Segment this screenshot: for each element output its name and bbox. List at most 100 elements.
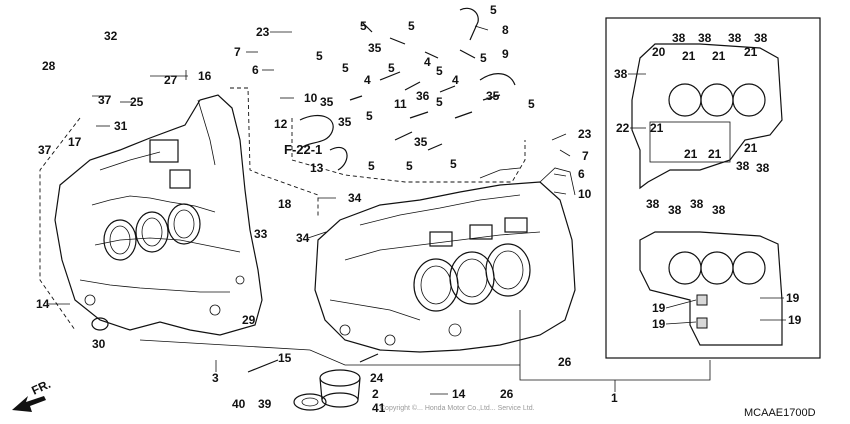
callout-23[interactable]: 23 bbox=[256, 25, 270, 39]
callout-7[interactable]: 7 bbox=[582, 149, 589, 163]
callout-34[interactable]: 34 bbox=[348, 191, 362, 205]
callout-5[interactable]: 5 bbox=[368, 159, 375, 173]
callout-21[interactable]: 21 bbox=[682, 49, 696, 63]
callout-35[interactable]: 35 bbox=[338, 115, 352, 129]
callout-35[interactable]: 35 bbox=[320, 95, 334, 109]
callout-38[interactable]: 38 bbox=[756, 161, 770, 175]
callout-38[interactable]: 38 bbox=[668, 203, 682, 217]
watermark: Copyright ©... Honda Motor Co.,Ltd... Se… bbox=[380, 404, 535, 412]
callout-36[interactable]: 36 bbox=[416, 89, 430, 103]
callout-21[interactable]: 21 bbox=[744, 141, 758, 155]
callout-38[interactable]: 38 bbox=[712, 203, 726, 217]
callout-3[interactable]: 3 bbox=[212, 371, 219, 385]
callout-20[interactable]: 20 bbox=[652, 45, 666, 59]
callout-14[interactable]: 14 bbox=[452, 387, 466, 401]
callout-38[interactable]: 38 bbox=[646, 197, 660, 211]
callout-25[interactable]: 25 bbox=[130, 95, 144, 109]
callout-26[interactable]: 26 bbox=[558, 355, 572, 369]
callout-2[interactable]: 2 bbox=[372, 387, 379, 401]
callout-37[interactable]: 37 bbox=[98, 93, 112, 107]
upper-crankcase bbox=[54, 94, 263, 336]
callout-21[interactable]: 21 bbox=[650, 121, 664, 135]
front-arrow-icon bbox=[12, 396, 46, 412]
lower-crankcase bbox=[314, 167, 576, 353]
upper-crankcase-frame-left bbox=[39, 117, 81, 331]
callout-27[interactable]: 27 bbox=[164, 73, 178, 87]
callout-19[interactable]: 19 bbox=[652, 301, 666, 315]
callout-35[interactable]: 35 bbox=[486, 89, 500, 103]
callout-5[interactable]: 5 bbox=[408, 19, 415, 33]
callout-9[interactable]: 9 bbox=[502, 47, 509, 61]
callout-41[interactable]: 41 bbox=[372, 401, 386, 415]
callout-31[interactable]: 31 bbox=[114, 119, 128, 133]
callout-5[interactable]: 5 bbox=[388, 61, 395, 75]
callout-5[interactable]: 5 bbox=[436, 64, 443, 78]
callout-6[interactable]: 6 bbox=[578, 167, 585, 181]
callout-5[interactable]: 5 bbox=[450, 157, 457, 171]
callout-19[interactable]: 19 bbox=[786, 291, 800, 305]
callout-38[interactable]: 38 bbox=[690, 197, 704, 211]
callout-32[interactable]: 32 bbox=[104, 29, 118, 43]
callout-38[interactable]: 38 bbox=[754, 31, 768, 45]
callout-4[interactable]: 4 bbox=[424, 55, 431, 69]
callout-37[interactable]: 37 bbox=[38, 143, 52, 157]
callout-12[interactable]: 12 bbox=[274, 117, 288, 131]
callout-33[interactable]: 33 bbox=[254, 227, 268, 241]
callout-17[interactable]: 17 bbox=[68, 135, 82, 149]
callout-16[interactable]: 16 bbox=[198, 69, 212, 83]
callout-8[interactable]: 8 bbox=[502, 23, 509, 37]
callout-21[interactable]: 21 bbox=[684, 147, 698, 161]
callout-29[interactable]: 29 bbox=[242, 313, 256, 327]
callout-39[interactable]: 39 bbox=[258, 397, 272, 411]
callout-18[interactable]: 18 bbox=[278, 197, 292, 211]
callout-21[interactable]: 21 bbox=[712, 49, 726, 63]
callout-38[interactable]: 38 bbox=[728, 31, 742, 45]
callout-4[interactable]: 4 bbox=[452, 73, 459, 87]
callout-40[interactable]: 40 bbox=[232, 397, 246, 411]
callout-5[interactable]: 5 bbox=[360, 19, 367, 33]
callout-5[interactable]: 5 bbox=[436, 95, 443, 109]
leader-lines bbox=[48, 25, 786, 395]
breather-hoses bbox=[299, 7, 516, 171]
callout-26[interactable]: 26 bbox=[500, 387, 514, 401]
callout-5[interactable]: 5 bbox=[490, 3, 497, 17]
callout-38[interactable]: 38 bbox=[698, 31, 712, 45]
callout-4[interactable]: 4 bbox=[364, 73, 371, 87]
callout-28[interactable]: 28 bbox=[42, 59, 56, 73]
callout-22[interactable]: 22 bbox=[616, 121, 630, 135]
callout-5[interactable]: 5 bbox=[366, 109, 373, 123]
callout-21[interactable]: 21 bbox=[708, 147, 722, 161]
callout-5[interactable]: 5 bbox=[406, 159, 413, 173]
callout-13[interactable]: 13 bbox=[310, 161, 324, 175]
callout-19[interactable]: 19 bbox=[788, 313, 802, 327]
reference-label[interactable]: F-22-1 bbox=[284, 142, 322, 157]
callout-38[interactable]: 38 bbox=[736, 159, 750, 173]
callout-35[interactable]: 35 bbox=[414, 135, 428, 149]
callout-5[interactable]: 5 bbox=[528, 97, 535, 111]
callout-10[interactable]: 10 bbox=[304, 91, 318, 105]
callout-5[interactable]: 5 bbox=[316, 49, 323, 63]
sealing-washer bbox=[91, 317, 109, 331]
callout-23[interactable]: 23 bbox=[578, 127, 592, 141]
callout-11[interactable]: 11 bbox=[394, 97, 407, 111]
callout-7[interactable]: 7 bbox=[234, 45, 241, 59]
callout-24[interactable]: 24 bbox=[370, 371, 384, 385]
callout-10[interactable]: 10 bbox=[578, 187, 592, 201]
callout-30[interactable]: 30 bbox=[92, 337, 106, 351]
callout-38[interactable]: 38 bbox=[672, 31, 686, 45]
callout-5[interactable]: 5 bbox=[342, 61, 349, 75]
callout-14[interactable]: 14 bbox=[36, 297, 50, 311]
callout-19[interactable]: 19 bbox=[652, 317, 666, 331]
callout-5[interactable]: 5 bbox=[480, 51, 487, 65]
callout-35[interactable]: 35 bbox=[368, 41, 382, 55]
callout-6[interactable]: 6 bbox=[252, 63, 259, 77]
gasket-frame bbox=[605, 17, 821, 359]
callout-34[interactable]: 34 bbox=[296, 231, 310, 245]
callout-1[interactable]: 1 bbox=[611, 391, 618, 405]
callout-38[interactable]: 38 bbox=[614, 67, 628, 81]
callout-15[interactable]: 15 bbox=[278, 351, 292, 365]
callout-21[interactable]: 21 bbox=[744, 45, 758, 59]
upper-gasket bbox=[631, 43, 783, 190]
front-marker: FR. bbox=[29, 377, 52, 398]
upper-crankcase-frame bbox=[230, 87, 319, 216]
